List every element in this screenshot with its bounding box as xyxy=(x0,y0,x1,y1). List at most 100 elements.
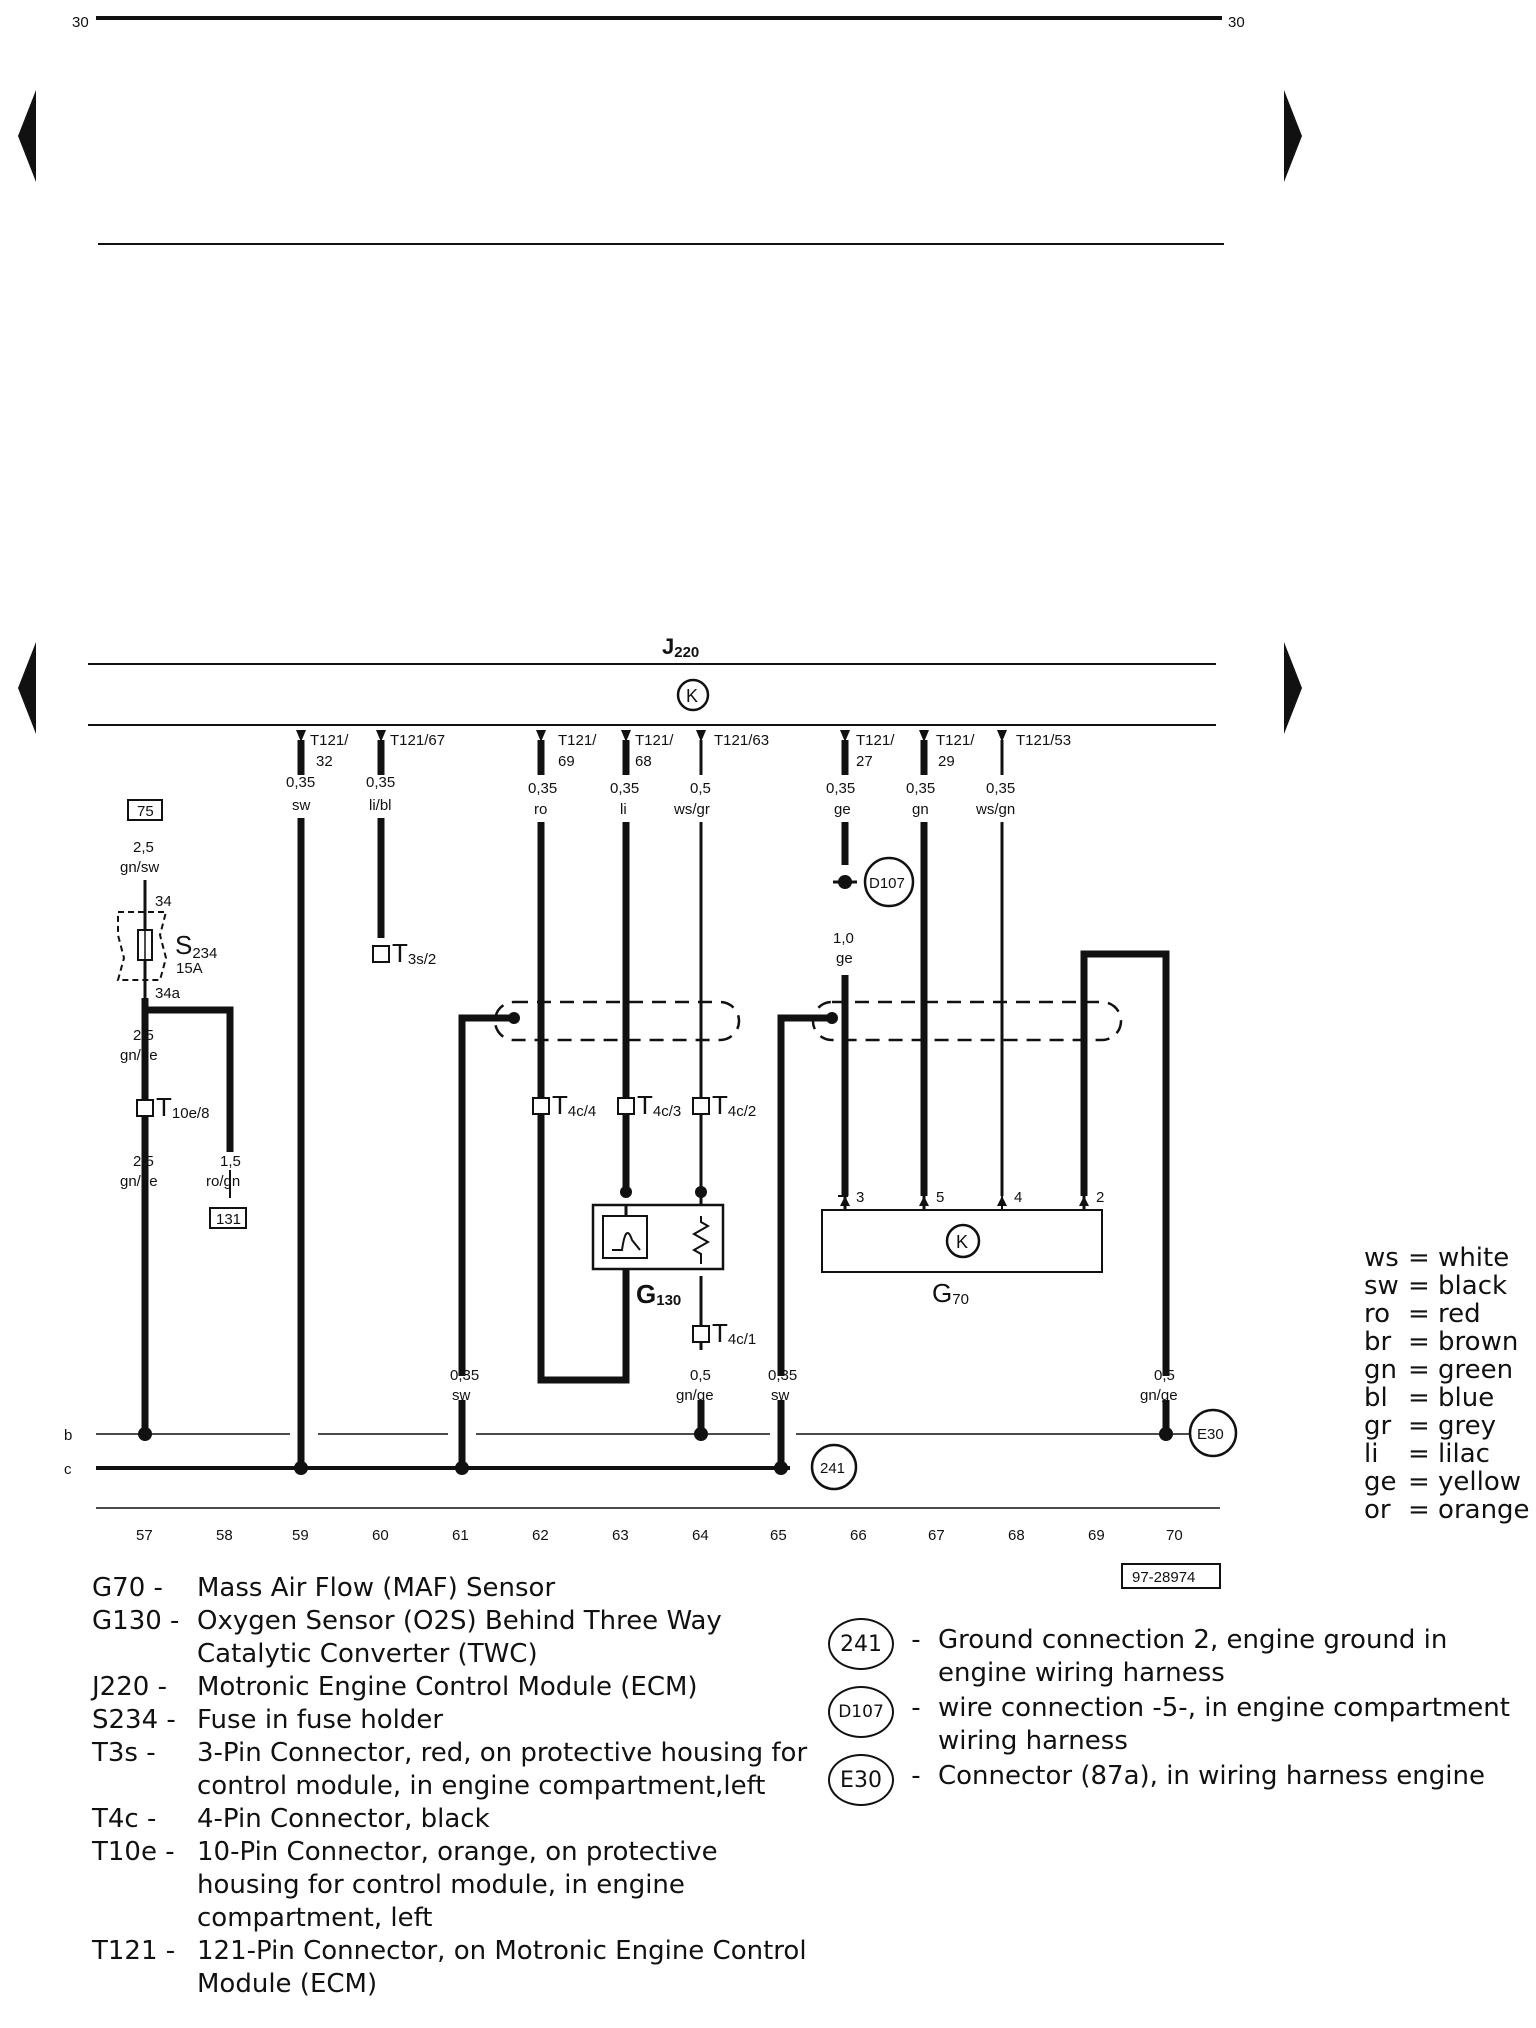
legend-row: J220 -Motronic Engine Control Module (EC… xyxy=(92,1672,698,1702)
pin-60: T121/67 0,35 li/bl xyxy=(366,730,445,814)
wire-connection-d107-label: D107 xyxy=(869,875,905,892)
svg-text:0,35: 0,35 xyxy=(286,774,315,791)
connector-t4c-2: T4c/2 xyxy=(692,1090,756,1120)
ground-legend-row: 241 - Ground connection 2, engine ground… xyxy=(828,1618,1528,1690)
svg-text:T121/63: T121/63 xyxy=(714,732,769,749)
ground-legend: 241 - Ground connection 2, engine ground… xyxy=(828,1618,1528,1808)
color-name: = blue xyxy=(1408,1383,1495,1413)
color-name: = lilac xyxy=(1408,1439,1490,1469)
rail-b-label: b xyxy=(64,1427,72,1444)
legend-dash: - xyxy=(911,1693,921,1723)
oxygen-sensor-g130 xyxy=(591,1203,725,1271)
svg-text:sw: sw xyxy=(292,797,311,814)
svg-text:T4c/1: T4c/1 xyxy=(712,1318,756,1348)
color-code: sw xyxy=(1364,1271,1399,1301)
wires xyxy=(141,818,1170,1468)
fuse-pin-out: 34a xyxy=(155,985,181,1002)
legend-dash: - xyxy=(911,1625,921,1655)
g70-pin-label: 4 xyxy=(1014,1189,1022,1206)
svg-text:65: 65 xyxy=(770,1527,787,1544)
wire-label: 1,5 xyxy=(220,1153,241,1170)
legend-row: T4c -4-Pin Connector, black xyxy=(92,1804,490,1834)
wire-label: gn/ge xyxy=(676,1387,714,1404)
wire-label: 0,35 xyxy=(450,1367,479,1384)
wire-label: 1,0 xyxy=(833,930,854,947)
ground-legend-desc: Connector (87a), in wiring harness engin… xyxy=(938,1761,1485,1791)
svg-text:57: 57 xyxy=(136,1527,153,1544)
color-name: = yellow xyxy=(1408,1467,1522,1497)
svg-text:T4c/4: T4c/4 xyxy=(552,1090,596,1120)
color-name: = brown xyxy=(1408,1327,1519,1357)
track-numbers: 57 58 59 60 61 62 63 64 65 66 67 68 69 7… xyxy=(136,1527,1183,1544)
nav-right-arrow-icon[interactable] xyxy=(1284,642,1302,734)
junction-dots xyxy=(138,1427,1173,1475)
pin-64: T121/63 0,5 ws/gr xyxy=(673,730,769,818)
connector-t3s-label: T3s/2 xyxy=(392,938,436,968)
svg-text:T121/: T121/ xyxy=(856,732,895,749)
g70-label: G70 xyxy=(932,1278,969,1308)
color-code: br xyxy=(1364,1327,1392,1357)
connector-t4c-1: T4c/1 xyxy=(692,1318,756,1348)
svg-text:0,5: 0,5 xyxy=(690,780,711,797)
wire-label: sw xyxy=(452,1387,471,1404)
wire-connection-d107-icon: D107 xyxy=(828,1686,894,1738)
wire-label: gn/ge xyxy=(120,1047,158,1064)
svg-text:62: 62 xyxy=(532,1527,549,1544)
ground-legend-desc: Ground connection 2, engine ground in en… xyxy=(938,1625,1448,1688)
pin-66: T121/ 27 0,35 ge xyxy=(826,730,895,818)
svg-text:ro: ro xyxy=(534,801,547,818)
g130-pin-dot xyxy=(620,1186,632,1198)
terminal-131 xyxy=(209,1207,247,1229)
svg-text:T121/: T121/ xyxy=(310,732,349,749)
nav-right-arrow-icon[interactable] xyxy=(1284,90,1302,182)
color-name: = red xyxy=(1408,1299,1481,1329)
color-name: = black xyxy=(1408,1271,1508,1301)
page-number-left: 30 xyxy=(72,14,89,31)
wire-label: ge xyxy=(836,950,853,967)
wire-label: 0,5 xyxy=(690,1367,711,1384)
svg-text:0,35: 0,35 xyxy=(610,780,639,797)
ground-241-label: 241 xyxy=(820,1460,845,1477)
ref-code-box xyxy=(1121,1563,1221,1589)
svg-text:T121/: T121/ xyxy=(558,732,597,749)
svg-text:T121/: T121/ xyxy=(635,732,674,749)
svg-text:gn: gn xyxy=(912,801,929,818)
shield-g130 xyxy=(493,1000,741,1042)
component-legend: G70 -Mass Air Flow (MAF) Sensor G130 -Ox… xyxy=(92,1572,812,2001)
terminal-75 xyxy=(127,799,163,821)
svg-text:69: 69 xyxy=(558,753,575,770)
ecm-symbol xyxy=(676,678,710,712)
wire-label: 2,5 xyxy=(133,1027,154,1044)
wire-label: gn/sw xyxy=(120,859,159,876)
nav-left-arrow-icon[interactable] xyxy=(18,90,36,182)
wire-connection-d107 xyxy=(863,856,915,908)
g70-pin-label: 5 xyxy=(936,1189,944,1206)
connector-e30-icon: E30 xyxy=(828,1754,894,1806)
svg-text:60: 60 xyxy=(372,1527,389,1544)
svg-text:0,35: 0,35 xyxy=(826,780,855,797)
svg-text:61: 61 xyxy=(452,1527,469,1544)
rail-c-label: c xyxy=(64,1461,72,1478)
wire-label: gn/ge xyxy=(1140,1387,1178,1404)
connector-e30-label: E30 xyxy=(1197,1426,1224,1443)
shield-junction xyxy=(826,1012,838,1024)
g70-pin-label: 3 xyxy=(856,1189,864,1206)
svg-text:67: 67 xyxy=(928,1527,945,1544)
wire-label: 2,5 xyxy=(133,1153,154,1170)
g130-pin-dot xyxy=(695,1186,707,1198)
svg-text:0,35: 0,35 xyxy=(986,780,1015,797)
color-name: = white xyxy=(1408,1243,1510,1273)
shield-g70 xyxy=(811,1000,1123,1042)
svg-text:T121/53: T121/53 xyxy=(1016,732,1071,749)
svg-text:68: 68 xyxy=(635,753,652,770)
wire-label: gn/ge xyxy=(120,1173,158,1190)
connector-t4c-4: T4c/4 xyxy=(532,1090,596,1120)
svg-text:70: 70 xyxy=(1166,1527,1183,1544)
color-code: gn xyxy=(1364,1355,1397,1385)
fuse-label: S234 xyxy=(175,930,217,962)
maf-sensor-g70 xyxy=(821,1195,1103,1273)
legend-row: T121 -121-Pin Connector, on Motronic Eng… xyxy=(92,1936,807,1999)
nav-left-arrow-icon[interactable] xyxy=(18,642,36,734)
svg-text:li: li xyxy=(620,801,627,818)
